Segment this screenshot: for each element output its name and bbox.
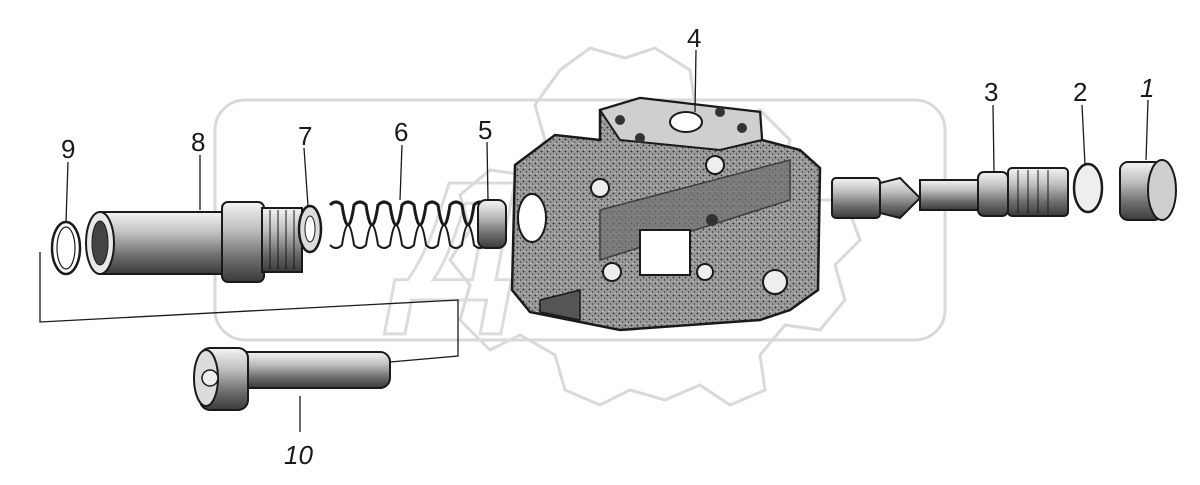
callout-5: 5 [478, 115, 492, 145]
part-5-plug [477, 199, 507, 249]
part-10-fitting [193, 347, 391, 411]
leader-lines [39, 49, 1149, 432]
callout-9: 9 [61, 134, 75, 164]
part-8-sleeve [85, 201, 303, 283]
callout-8: 8 [191, 127, 205, 157]
part-3-spool [831, 167, 1069, 220]
callout-4: 4 [687, 23, 701, 53]
part-4-valve-body [510, 96, 822, 332]
callouts: 1 2 3 4 5 6 7 8 9 10 [61, 23, 1154, 470]
callout-1: 1 [1140, 73, 1154, 103]
callout-10: 10 [284, 440, 313, 470]
callout-3: 3 [984, 77, 998, 107]
callout-2: 2 [1073, 77, 1087, 107]
callout-7: 7 [298, 121, 312, 151]
part-6-spring [328, 200, 500, 249]
part-2-washer [1072, 162, 1104, 214]
part-7-washer [297, 204, 323, 254]
part-9-o-ring [50, 220, 82, 276]
part-1-cap-nut [1119, 159, 1177, 221]
callout-6: 6 [394, 117, 408, 147]
